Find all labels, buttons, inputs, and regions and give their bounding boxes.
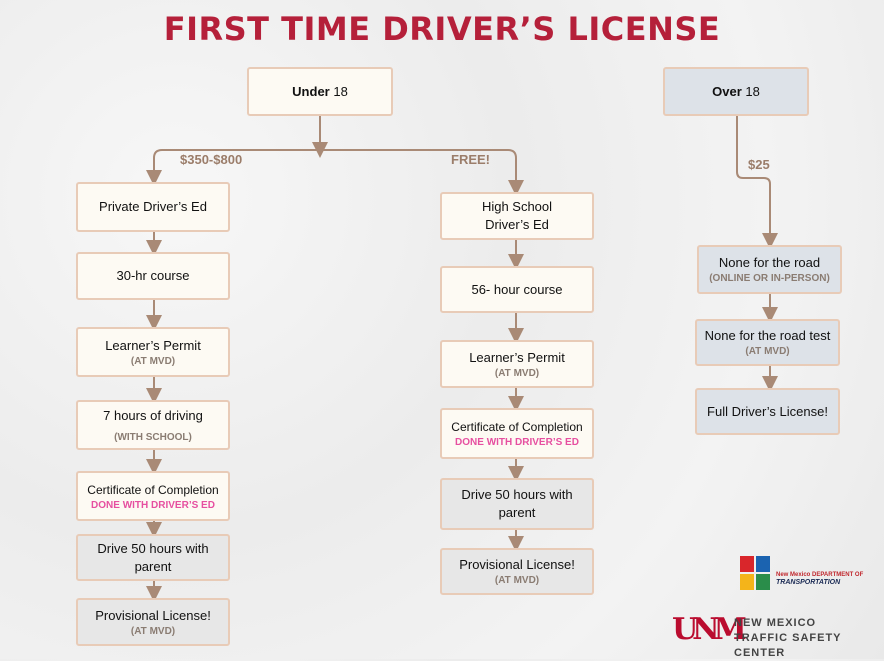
under-label: Under	[292, 83, 330, 99]
private-step-3: Learner’s Permit (AT MVD)	[76, 327, 230, 377]
traffic-safety-center-logo-text: NEW MEXICO TRAFFIC SAFETY CENTER	[734, 616, 884, 661]
step-note: (AT MVD)	[494, 575, 540, 586]
nmdot-line2: TRANSPORTATION	[776, 579, 841, 586]
cost-high-school: FREE!	[451, 152, 490, 167]
nmdot-line1: New Mexico DEPARTMENT OF	[776, 572, 864, 578]
step-text: Full Driver’s License!	[707, 403, 828, 419]
step-text: High School Driver’s Ed	[481, 199, 553, 232]
step-note: DONE WITH DRIVER’S ED	[91, 499, 215, 511]
step-note: (WITH SCHOOL)	[114, 431, 192, 443]
step-text: 30-hr course	[116, 268, 190, 283]
step-text: Drive 50 hours with parent	[461, 487, 573, 520]
step-text: 7 hours of driving	[103, 407, 203, 423]
step-note: DONE WITH DRIVER’S ED	[455, 437, 579, 448]
private-step-1: Private Driver’s Ed	[76, 182, 230, 232]
step-text: Certificate of Completion	[451, 420, 583, 434]
cost-private: $350-$800	[180, 152, 243, 167]
hs-step-5: Drive 50 hours with parent	[440, 478, 594, 530]
over-label: Over	[712, 83, 742, 99]
hs-step-6: Provisional License! (AT MVD)	[440, 548, 594, 595]
step-text: Certificate of Completion	[87, 482, 219, 497]
over-18-node: Over 18	[663, 67, 809, 116]
unm-logo-icon: UNM	[672, 612, 747, 647]
step-note: (AT MVD)	[130, 625, 176, 637]
step-note: (ONLINE OR IN-PERSON)	[709, 273, 830, 284]
nmdot-logo-icon	[740, 556, 770, 590]
hs-step-2: 56- hour course	[440, 266, 594, 313]
step-text: Private Driver’s Ed	[99, 199, 207, 214]
under-18-node: Under 18	[247, 67, 393, 116]
step-note: (AT MVD)	[130, 355, 176, 367]
private-step-2: 30-hr course	[76, 252, 230, 300]
step-note: (AT MVD)	[745, 346, 790, 357]
over-age: 18	[745, 83, 760, 99]
hs-step-4: Certificate of Completion DONE WITH DRIV…	[440, 408, 594, 459]
tsc-line2: TRAFFIC SAFETY CENTER	[734, 632, 842, 659]
step-text: None for the road	[718, 255, 821, 270]
step-note: (AT MVD)	[494, 367, 540, 379]
private-step-4: 7 hours of driving (WITH SCHOOL)	[76, 400, 230, 450]
page-title: FIRST TIME DRIVER’S LICENSE	[163, 10, 721, 48]
over-step-1: None for the road (ONLINE OR IN-PERSON)	[697, 245, 842, 294]
step-text: Provisional License!	[95, 607, 211, 623]
private-step-6: Drive 50 hours with parent	[76, 534, 230, 581]
nmdot-logo-text: New Mexico DEPARTMENT OF TRANSPORTATION	[776, 572, 863, 586]
hs-step-1: High School Driver’s Ed	[440, 192, 594, 240]
over-step-3: Full Driver’s License!	[695, 388, 840, 435]
step-text: Learner’s Permit	[105, 337, 201, 353]
step-text: 56- hour course	[471, 281, 563, 297]
over-step-2: None for the road test (AT MVD)	[695, 319, 840, 366]
step-text: Drive 50 hours with parent	[97, 540, 209, 574]
tsc-line1: NEW MEXICO	[734, 617, 817, 629]
hs-step-3: Learner’s Permit (AT MVD)	[440, 340, 594, 388]
cost-over-18: $25	[748, 157, 770, 172]
step-text: Provisional License!	[459, 557, 575, 572]
under-age: 18	[333, 83, 348, 99]
private-step-7: Provisional License! (AT MVD)	[76, 598, 230, 646]
step-text: Learner’s Permit	[469, 349, 565, 365]
private-step-5: Certificate of Completion DONE WITH DRIV…	[76, 471, 230, 521]
step-text: None for the road test	[704, 328, 831, 343]
